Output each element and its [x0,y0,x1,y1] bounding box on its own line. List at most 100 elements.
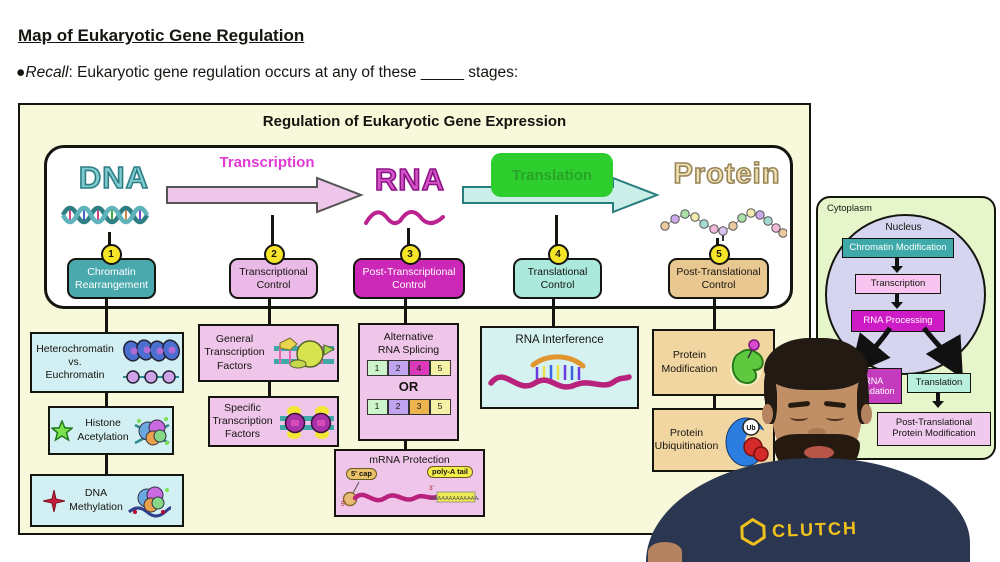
recall-label: Recall [25,64,69,81]
recall-line: ●Recall: Eukaryotic gene regulation occu… [16,64,518,82]
methyl-sparkle-icon [43,489,66,512]
connector [105,389,108,406]
transcription-label: Transcription [219,154,315,171]
chromatin-icon [123,338,180,384]
stage-badge-1: 1 [100,244,122,265]
box-rna-interference: RNA Interference [480,326,639,409]
down-arrow-icon [932,392,944,408]
exon-segment: 4 [408,360,430,377]
nucleosome-icon [134,416,170,445]
regulation-diagram: Regulation of Eukaryotic Gene Expression… [18,103,811,535]
panel-transcription: Transcription [855,274,941,294]
exon-segment: 5 [429,398,451,415]
proteasome-icon: Ub [725,417,772,467]
presenter-ear-right [861,404,872,424]
polya-pill: poly-A tail [427,466,473,479]
stage-badge-3: 3 [399,244,421,265]
down-arrow-icon [891,257,903,273]
connector [713,392,716,408]
presenter-ear-left [762,404,773,424]
page-title: Map of Eukaryotic Gene Regulation [18,26,305,45]
box-protein-ubiquitination: Protein Ubiquitination Ub [652,408,775,472]
alt-splicing-label: Alternative RNA Splicing [377,331,440,357]
translation-label: Translation [511,166,593,184]
connector [552,292,555,326]
connector [268,292,271,324]
general-tf-icon [273,337,335,369]
green-highlight: Translation [491,153,613,197]
connector [105,451,108,474]
exon-segment: 1 [366,398,388,415]
connector [108,232,111,245]
five-prime-label: 5' [341,501,346,508]
box-specific-transcription-factors: Specific Transcription Factors [208,396,339,447]
presenter-eye-closed [790,414,808,421]
nucleus-label: Nucleus [885,222,922,233]
presenter-arm [648,542,682,562]
box-histone-acetylation: Histone Acetylation [48,406,174,455]
transcription-arrow [166,176,364,214]
presenter-nose [808,428,826,436]
exon-segment: 2 [387,398,409,415]
box-dna-methylation: DNA Methylation [30,474,184,527]
presenter-shirt [646,458,970,562]
connector [404,292,407,323]
protein-beads-icon [660,208,787,241]
panel-chromatin-modification: Chromatin Modification [842,238,954,258]
bullet-glyph: ● [16,64,26,81]
stage-badge-4: 4 [547,244,569,265]
dna-label: DNA [78,159,150,196]
cell-overview-panel: Cytoplasm Nucleus Chromatin Modification… [816,196,996,460]
five-cap-pill: 5' cap [346,468,377,481]
shirt-logo: CLUTCH [740,514,859,547]
general-tf-label: General Transcription Factors [204,333,265,372]
connector [271,215,274,245]
flow-box: DNA Transcription RNA [44,145,793,309]
exon-segment: 5 [429,360,451,377]
box-general-transcription-factors: General Transcription Factors [198,324,339,382]
protein-label: Protein [673,157,781,191]
stage-badge-2: 2 [263,244,285,265]
methylation-label: DNA Methylation [69,487,123,513]
diagram-title: Regulation of Eukaryotic Gene Expression [262,113,567,130]
box-protein-modification: Protein Modification [652,329,775,396]
connector [105,292,108,332]
panel-rna-processing: RNA Processing [851,310,945,332]
shirt-logo-text: CLUTCH [771,517,859,541]
hexagon-logo-icon [740,517,766,547]
polya-sequence: AAAAAAAAAAAAAA [430,496,479,502]
exon-segment: 2 [387,360,409,377]
ub-label: Ub [747,425,756,432]
connector [407,228,410,245]
box-alternative-rna-splicing: Alternative RNA Splicing 1 2 4 5 OR 1 2 … [358,323,459,441]
protein-mod-label: Protein Modification [661,349,718,375]
dna-helix-icon [61,205,150,225]
mrna-strand-icon: AAAAAAAAAAAAAA 5' 3' [341,481,479,508]
or-label: OR [398,379,419,395]
down-arrow-icon [891,293,903,309]
box-heterochromatin-euchromatin: Heterochromatin vs. Euchromatin [30,332,184,393]
recall-text: : Eukaryotic gene regulation occurs at a… [68,64,519,81]
presenter-hair-top [764,338,868,390]
connector [555,215,558,245]
methylated-nucleosome-icon [127,486,171,517]
splice-variant-1: 1 2 4 5 [366,360,451,377]
presenter: CLUTCH [636,338,1000,562]
connector [268,378,271,396]
connector [716,238,719,245]
rna-interference-icon [487,354,632,390]
specific-tf-label: Specific Transcription Factors [212,401,273,441]
presenter-eye-closed [826,414,844,421]
exon-segment: 1 [366,360,388,377]
cytoplasm-label: Cytoplasm [827,203,872,214]
exon-segment: 3 [408,398,430,415]
rna-interference-label: RNA Interference [515,334,604,346]
rna-label: RNA [374,161,446,198]
stage-badge-5: 5 [708,244,730,265]
mrna-protection-label: mRNA Protection [369,454,450,466]
specific-tf-icon [279,405,334,439]
histone-label: Histone Acetylation [77,417,129,443]
modified-protein-icon [729,338,764,386]
stage-post-translational-control: Post-Translational Control [668,258,769,299]
